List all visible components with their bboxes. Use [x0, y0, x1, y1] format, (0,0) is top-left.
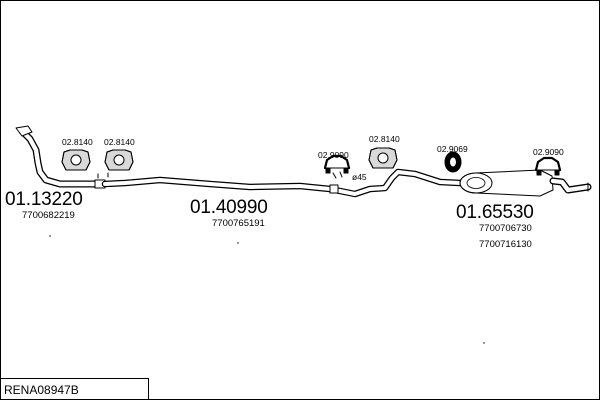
- clamp-a-drawing: [323, 154, 351, 174]
- clamp-b-drawing: [534, 156, 562, 176]
- hanger-b-drawing: [104, 149, 134, 171]
- pipe-diameter-label: ø45: [352, 172, 367, 182]
- front-pipe-part-number: 01.13220: [5, 189, 83, 210]
- hanger-a-drawing: [61, 149, 91, 171]
- rear-silencer-part-number: 01.65530: [456, 202, 534, 223]
- clamp-a-label: 02.9090: [318, 150, 349, 160]
- kit-code: RENA08947B: [4, 383, 79, 397]
- hanger-a-label: 02.8140: [62, 137, 93, 147]
- rear-silencer-drawing: [459, 169, 592, 197]
- front-pipe-drawing: [15, 125, 106, 189]
- hanger-b-label: 02.8140: [104, 137, 135, 147]
- middle-pipe-part-number: 01.40990: [190, 197, 268, 218]
- hanger-c-drawing: [368, 147, 398, 169]
- clamp-b-label: 02.9090: [533, 147, 564, 157]
- hanger-c-label: 02.8140: [369, 134, 400, 144]
- middle-pipe-drawing: [97, 168, 464, 198]
- front-pipe-oe-number: 7700682219: [22, 210, 75, 221]
- gasket-drawing: [444, 151, 462, 173]
- rear-silencer-oe-number-2: 7700716130: [479, 239, 532, 250]
- middle-pipe-oe-number: 7700765191: [212, 218, 265, 229]
- gasket-label: 02.9069: [437, 144, 468, 154]
- rear-silencer-oe-number-1: 7700706730: [479, 223, 532, 234]
- kit-code-box: RENA08947B: [0, 378, 149, 399]
